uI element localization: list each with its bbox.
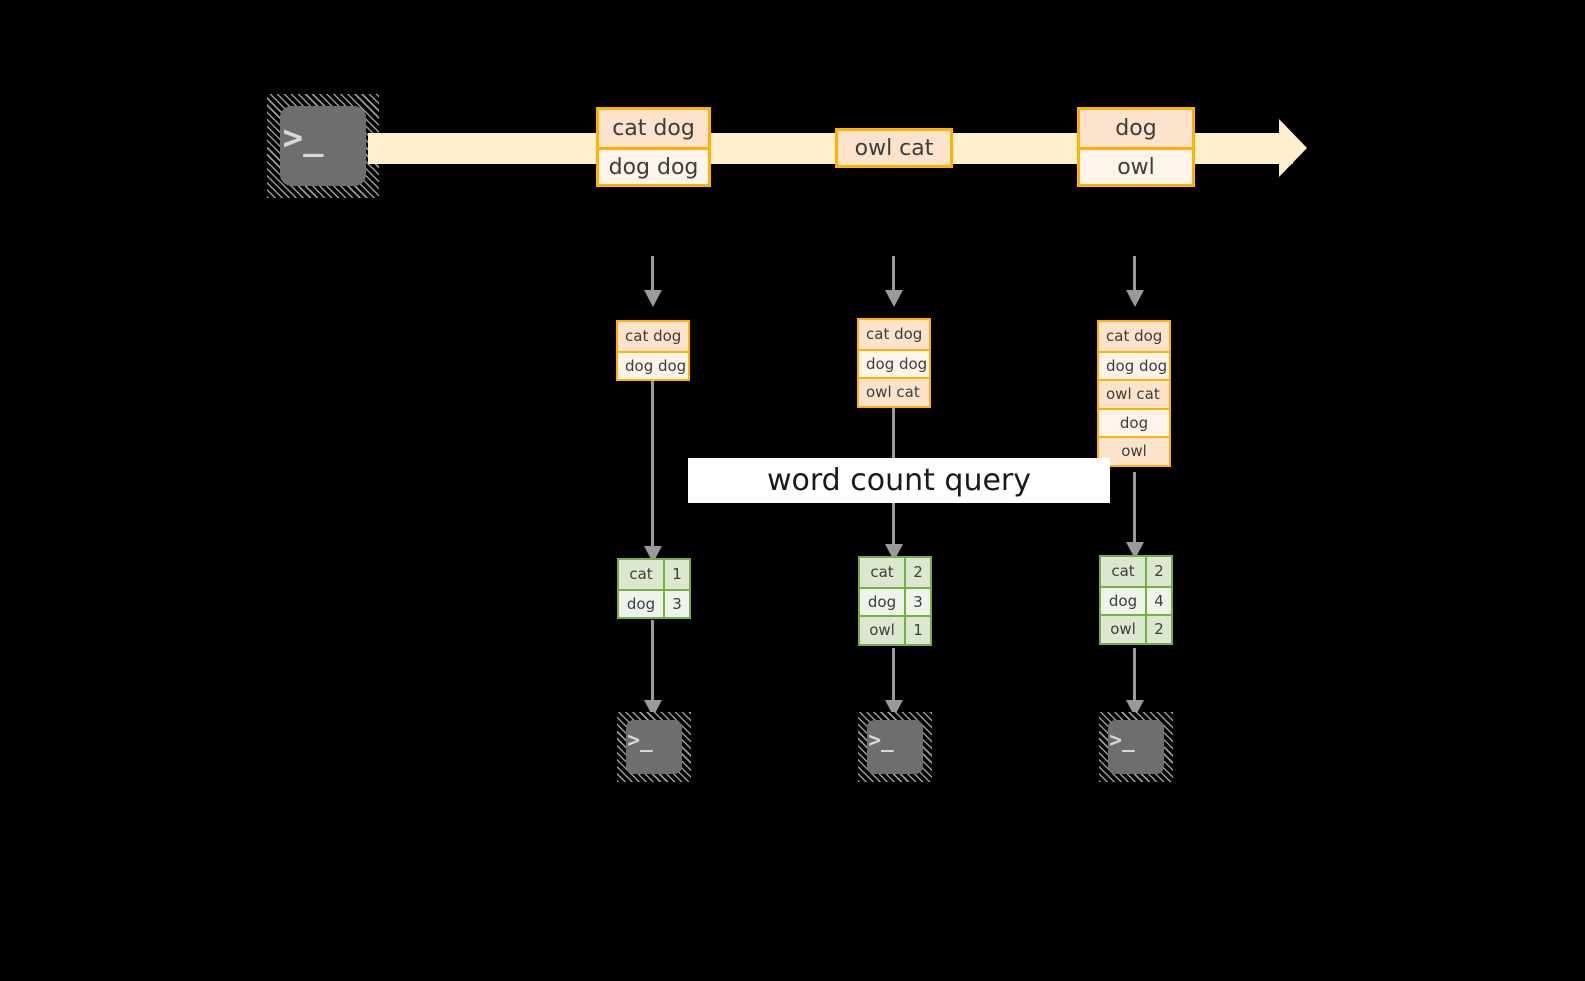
result-word: dog [1101, 587, 1145, 614]
stream-record-line: dog [1080, 110, 1192, 147]
result-row: owl 1 [860, 615, 930, 644]
batch-row: owl cat [859, 377, 929, 406]
result-table-col1: cat 1 dog 3 [617, 558, 691, 619]
batch-row: dog [1099, 407, 1169, 436]
result-table-col3: cat 2 dog 4 owl 2 [1099, 555, 1173, 645]
result-count: 3 [904, 588, 930, 615]
stream-record-3: dog owl [1077, 107, 1195, 187]
batch-row: cat dog [859, 320, 929, 349]
stream-record-line: owl [1080, 147, 1192, 184]
result-count: 1 [904, 617, 930, 644]
batch-row: cat dog [1099, 322, 1169, 351]
result-table-col2: cat 2 dog 3 owl 1 [858, 556, 932, 646]
ingest-dashed-line-1 [651, 256, 654, 292]
terminal-screen [1107, 720, 1165, 774]
sink-terminal-col3-icon: >_ [1099, 712, 1173, 782]
connector-line-col1 [651, 380, 654, 560]
ingest-arrow-head-2-icon [885, 290, 903, 307]
result-word: cat [619, 560, 663, 589]
sink-line-col1 [651, 620, 654, 715]
result-row: owl 2 [1101, 614, 1171, 643]
result-word: dog [619, 590, 663, 617]
result-word: dog [860, 588, 904, 615]
result-row: dog 4 [1101, 585, 1171, 614]
batch-row: cat dog [618, 322, 688, 351]
terminal-prompt-glyph: >_ [868, 728, 894, 753]
stream-record-line: cat dog [599, 110, 708, 147]
batch-table-col3: cat dog dog dog owl cat dog owl [1097, 320, 1171, 467]
result-count: 2 [1145, 616, 1171, 643]
result-word: owl [860, 617, 904, 644]
ingest-arrow-head-3-icon [1126, 290, 1144, 307]
ingest-dashed-line-3 [1133, 256, 1136, 292]
connector-arrow-head-col3-icon [1126, 542, 1144, 559]
connector-line-col3 [1133, 472, 1136, 560]
batch-table-col1: cat dog dog dog [616, 320, 690, 381]
batch-row: owl cat [1099, 379, 1169, 408]
stream-record-1: cat dog dog dog [596, 107, 711, 187]
result-row: dog 3 [860, 586, 930, 615]
batch-table-col2: cat dog dog dog owl cat [857, 318, 931, 408]
sink-line-col2 [892, 648, 895, 716]
sink-terminal-col2-icon: >_ [858, 712, 932, 782]
result-row: cat 2 [860, 558, 930, 587]
sink-terminal-col1-icon: >_ [617, 712, 691, 782]
result-count: 4 [1145, 587, 1171, 614]
source-terminal-icon: >_ [267, 94, 379, 198]
stream-record-2: owl cat [835, 128, 953, 168]
result-row: cat 2 [1101, 557, 1171, 586]
query-banner-label: word count query [766, 463, 1032, 498]
terminal-prompt-glyph: >_ [1109, 728, 1135, 753]
stream-arrow-head-icon [1279, 119, 1307, 177]
result-word: cat [860, 558, 904, 587]
batch-row: owl [1099, 436, 1169, 465]
terminal-screen [280, 106, 366, 186]
terminal-screen [866, 720, 924, 774]
sink-line-col3 [1133, 648, 1136, 716]
result-word: cat [1101, 557, 1145, 586]
result-row: dog 3 [619, 588, 689, 617]
terminal-prompt-glyph: >_ [282, 118, 324, 159]
result-word: owl [1101, 616, 1145, 643]
result-count: 3 [663, 590, 689, 617]
query-banner: word count query [688, 458, 1110, 503]
result-count: 2 [1145, 557, 1171, 586]
stream-record-line: dog dog [599, 147, 708, 184]
terminal-screen [625, 720, 683, 774]
ingest-arrow-head-1-icon [644, 290, 662, 307]
result-count: 2 [904, 558, 930, 587]
batch-row: dog dog [859, 348, 929, 377]
batch-row: dog dog [618, 350, 688, 379]
terminal-prompt-glyph: >_ [627, 728, 653, 753]
stream-record-line: owl cat [838, 131, 950, 165]
ingest-dashed-line-2 [892, 256, 895, 292]
batch-row: dog dog [1099, 350, 1169, 379]
result-row: cat 1 [619, 560, 689, 589]
result-count: 1 [663, 560, 689, 589]
